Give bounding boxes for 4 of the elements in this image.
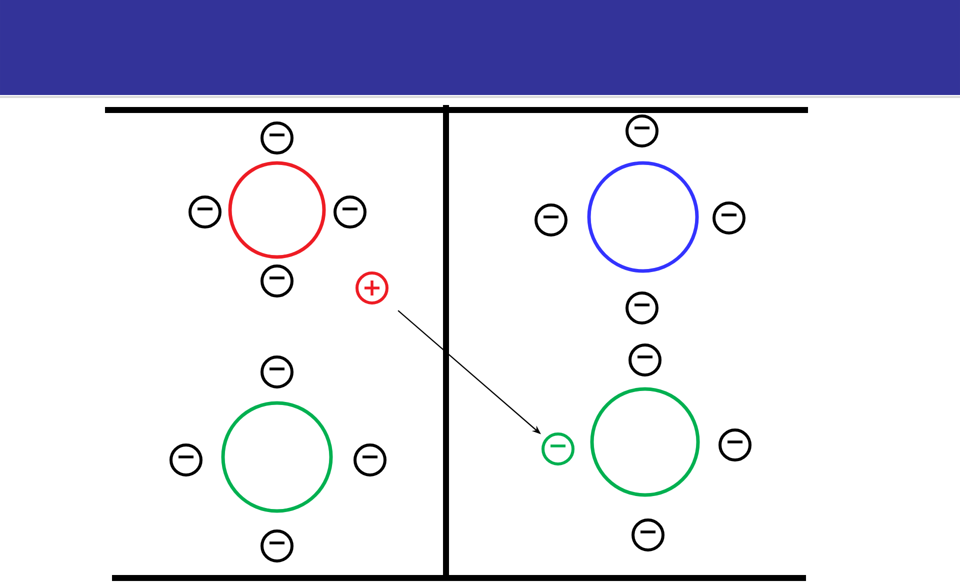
ion-circle xyxy=(590,387,700,497)
ion-circle xyxy=(221,401,333,513)
ion-circle xyxy=(228,161,326,259)
ion-circle xyxy=(587,161,699,273)
